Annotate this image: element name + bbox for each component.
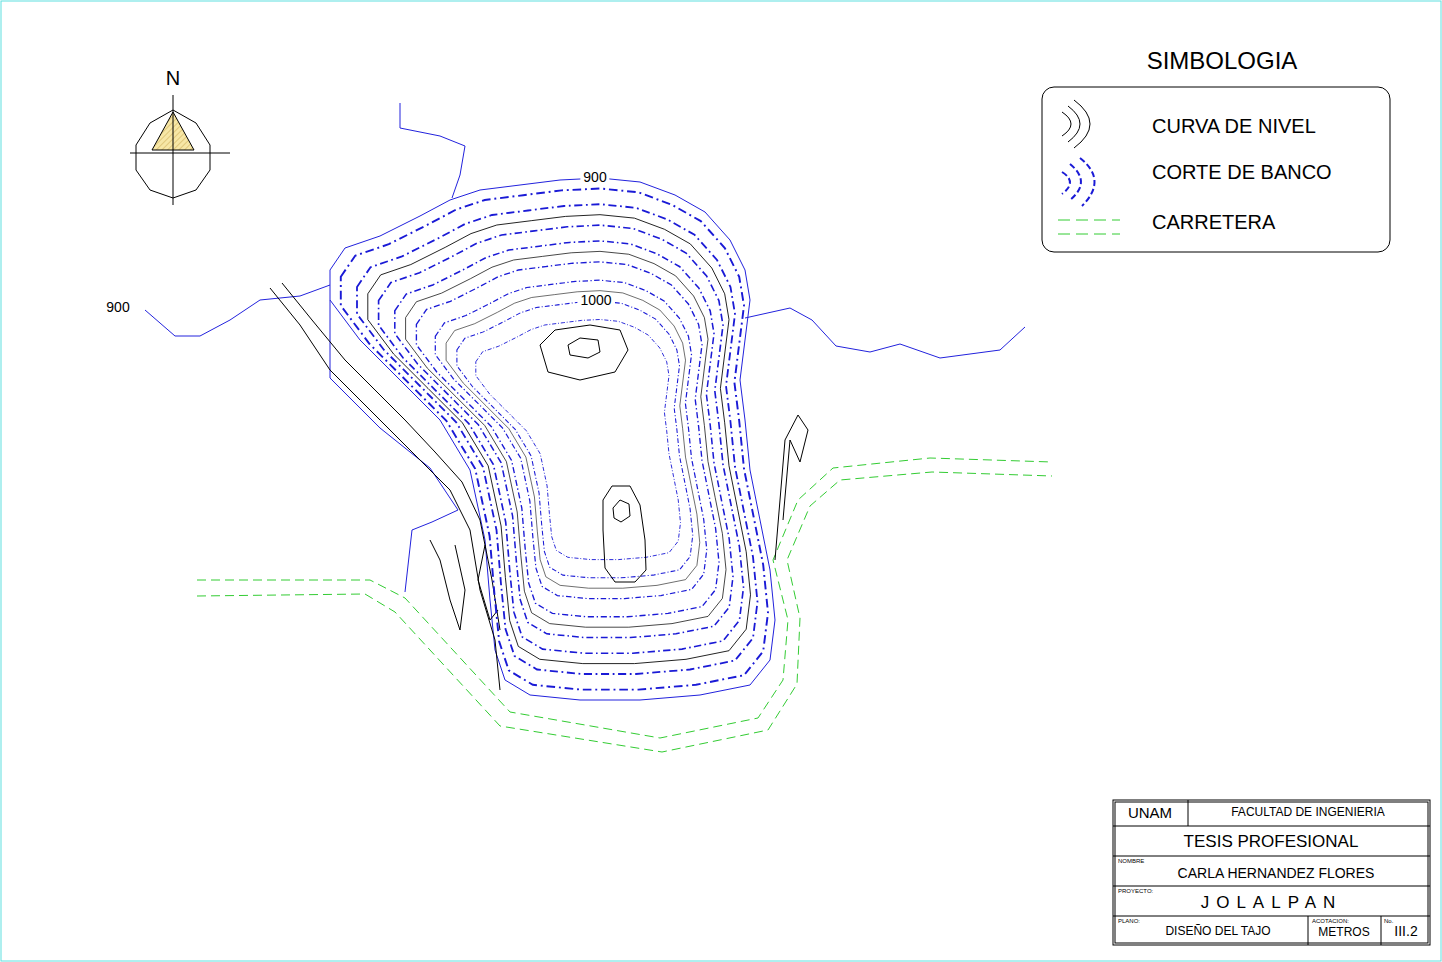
legend-item: CORTE DE BANCO (1152, 161, 1332, 183)
contour-sample (1062, 100, 1090, 148)
title-block-text: JOLALPAN (1194, 894, 1343, 913)
legend-text: CURVA DE NIVEL (1152, 115, 1316, 137)
map-label: 900 (580, 170, 609, 185)
title-block-text: NOMBRE (1118, 858, 1144, 865)
title-block-text: III.2 (1394, 924, 1417, 939)
legend-box (1042, 87, 1390, 252)
title-block-text: CARLA HERNANDEZ FLORES (1178, 866, 1375, 881)
title-block-text: DISEÑO DEL TAJO (1165, 925, 1270, 938)
map-label: 900 (103, 300, 132, 315)
legend-item: CARRETERA (1152, 211, 1275, 233)
bench-sample (1062, 158, 1095, 206)
road-sample (1058, 220, 1120, 234)
title-block (1113, 800, 1430, 945)
legend-item: CURVA DE NIVEL (1152, 115, 1316, 137)
bench-cuts (341, 188, 768, 689)
title-block-text: FACULTAD DE INGENIERIA (1231, 806, 1385, 819)
map-label: N (166, 67, 180, 89)
legend-heading: SIMBOLOGIA (1147, 48, 1298, 74)
title-block-text: TESIS PROFESIONAL (1184, 833, 1359, 852)
contour-900 (145, 103, 1025, 700)
legend-text: CARRETERA (1152, 211, 1275, 233)
road (197, 458, 1052, 752)
title-block-text: UNAM (1128, 805, 1172, 822)
title-block-text: PLANO: (1118, 918, 1140, 925)
title-block-text: PROYECTO: (1118, 888, 1153, 895)
title-block-text: METROS (1318, 926, 1369, 939)
north-arrow (130, 95, 230, 205)
summit-contours (540, 325, 646, 582)
legend-text: CORTE DE BANCO (1152, 161, 1332, 183)
title-block-text: ACOTACION: (1312, 918, 1349, 925)
title-block-text: No. (1384, 918, 1393, 925)
map-label: 1000 (577, 293, 614, 308)
